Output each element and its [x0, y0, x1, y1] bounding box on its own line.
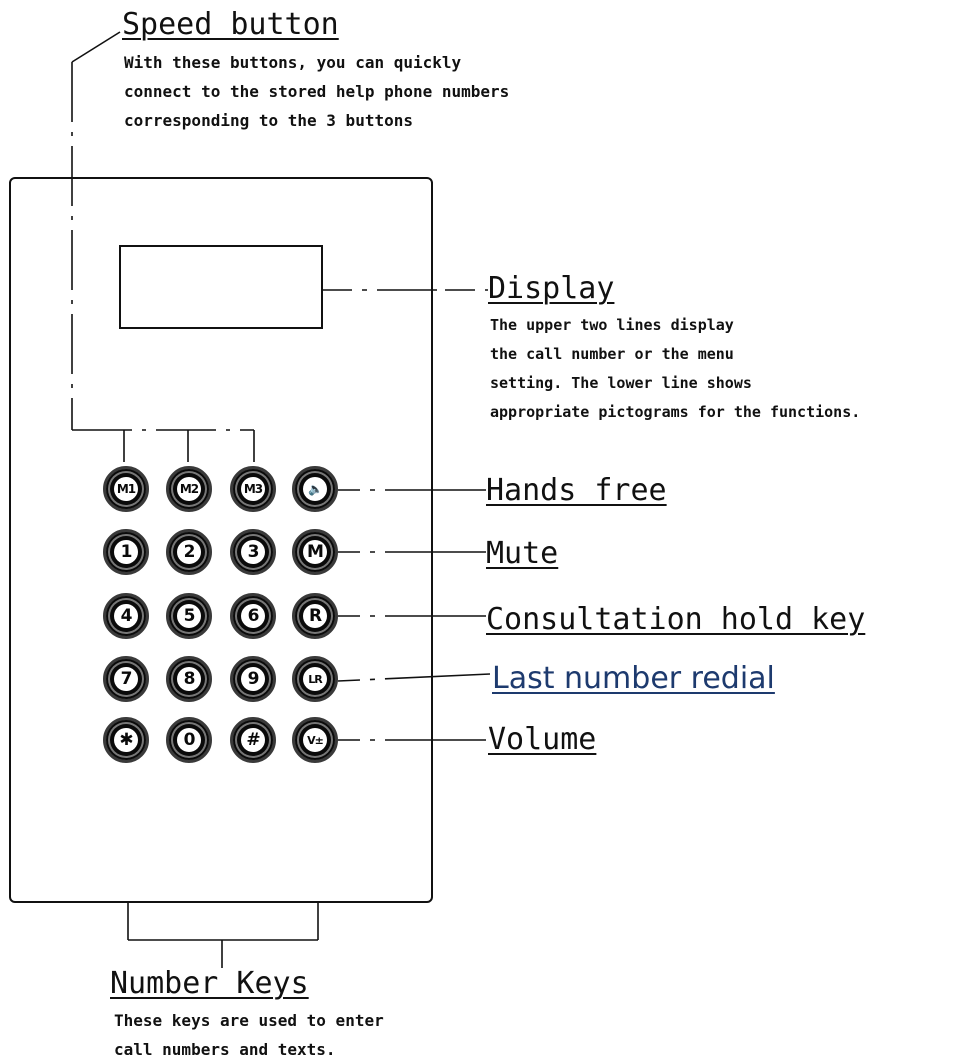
- consultation-hold-label: Consultation hold key: [486, 602, 866, 637]
- digit-3-key[interactable]: 3: [230, 529, 276, 575]
- key-label: M1: [116, 481, 136, 496]
- number-keys-title: Number Keys: [110, 966, 309, 1001]
- key-face: M: [303, 540, 327, 564]
- volume-key[interactable]: V±: [292, 717, 338, 763]
- key-label: 5: [183, 605, 196, 626]
- number-keys-line-1: These keys are used to enter: [114, 1011, 384, 1030]
- display-window: [119, 245, 323, 329]
- speed-button-leader-diagonal: [71, 31, 121, 63]
- m3-key[interactable]: M3: [230, 466, 276, 512]
- last-number-redial-label: Last number redial: [492, 661, 775, 696]
- volume-label: Volume: [488, 722, 597, 757]
- digit-1-key[interactable]: 1: [103, 529, 149, 575]
- key-face: #: [241, 728, 265, 752]
- key-face: 1: [114, 540, 138, 564]
- speed-button-line-3: corresponding to the 3 buttons: [124, 111, 413, 130]
- key-label: R: [308, 605, 322, 626]
- last-number-redial-leader: [337, 673, 491, 682]
- m2-key[interactable]: M2: [166, 466, 212, 512]
- mute-key[interactable]: M: [292, 529, 338, 575]
- digit-6-key[interactable]: 6: [230, 593, 276, 639]
- key-face: ✱: [114, 728, 138, 752]
- digit-8-key[interactable]: 8: [166, 656, 212, 702]
- m1-key[interactable]: M1: [103, 466, 149, 512]
- key-label: 1: [120, 541, 133, 562]
- key-face: 5: [177, 604, 201, 628]
- key-label: M2: [179, 481, 199, 496]
- number-keys-line-2: call numbers and texts.: [114, 1040, 336, 1059]
- last-number-redial-key[interactable]: LR: [292, 656, 338, 702]
- mute-label: Mute: [486, 536, 559, 571]
- hands-free-key[interactable]: 🔈: [292, 466, 338, 512]
- key-label: V±: [307, 733, 324, 747]
- key-label: 0: [183, 729, 196, 750]
- display-line-2: the call number or the menu: [490, 345, 734, 363]
- speed-button-line-1: With these buttons, you can quickly: [124, 53, 462, 72]
- display-title: Display: [488, 271, 615, 306]
- number-keys-description: These keys are used to enter call number…: [114, 1006, 384, 1062]
- key-label: ✱: [119, 729, 133, 750]
- key-face: M3: [241, 477, 265, 501]
- speed-button-title: Speed button: [122, 7, 339, 42]
- display-line-3: setting. The lower line shows: [490, 374, 752, 392]
- digit-2-key[interactable]: 2: [166, 529, 212, 575]
- key-label: 4: [120, 605, 133, 626]
- consultation-hold-key[interactable]: R: [292, 593, 338, 639]
- phone-body: [9, 177, 433, 903]
- key-face: V±: [303, 728, 327, 752]
- key-face: 0: [177, 728, 201, 752]
- key-label: M3: [243, 481, 263, 496]
- digit-9-key[interactable]: 9: [230, 656, 276, 702]
- key-label: #: [246, 729, 260, 750]
- key-face: 3: [241, 540, 265, 564]
- display-line-1: The upper two lines display: [490, 316, 734, 334]
- hands-free-label: Hands free: [486, 473, 667, 508]
- key-label: 8: [183, 668, 196, 689]
- key-face: 2: [177, 540, 201, 564]
- key-face: M1: [114, 477, 138, 501]
- key-label: 3: [247, 541, 260, 562]
- key-label: 6: [247, 605, 260, 626]
- display-line-4: appropriate pictograms for the functions…: [490, 403, 861, 421]
- digit-5-key[interactable]: 5: [166, 593, 212, 639]
- star-key[interactable]: ✱: [103, 717, 149, 763]
- speed-button-line-2: connect to the stored help phone numbers: [124, 82, 510, 101]
- digit-4-key[interactable]: 4: [103, 593, 149, 639]
- key-face: 4: [114, 604, 138, 628]
- key-face: 🔈: [303, 477, 327, 501]
- digit-7-key[interactable]: 7: [103, 656, 149, 702]
- key-label: 2: [183, 541, 196, 562]
- key-face: 8: [177, 667, 201, 691]
- key-face: R: [303, 604, 327, 628]
- display-description: The upper two lines display the call num…: [490, 311, 860, 427]
- key-face: 6: [241, 604, 265, 628]
- key-label: M: [307, 541, 324, 562]
- key-face: 9: [241, 667, 265, 691]
- key-label: 7: [120, 668, 133, 689]
- key-face: 7: [114, 667, 138, 691]
- hash-key[interactable]: #: [230, 717, 276, 763]
- key-face: LR: [303, 667, 327, 691]
- key-label: 9: [247, 668, 260, 689]
- digit-0-key[interactable]: 0: [166, 717, 212, 763]
- speed-button-description: With these buttons, you can quickly conn…: [124, 48, 509, 135]
- key-label: 🔈: [308, 481, 323, 496]
- key-face: M2: [177, 477, 201, 501]
- key-label: LR: [308, 672, 323, 686]
